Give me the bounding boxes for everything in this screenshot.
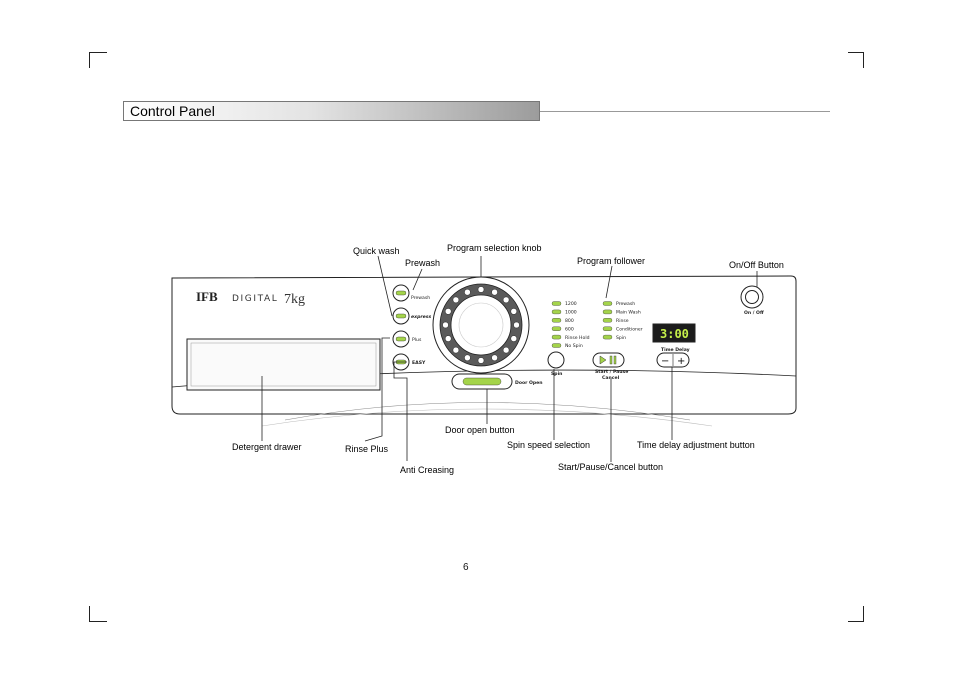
brand-model: DIGITAL (232, 294, 278, 304)
program-stage-led (602, 309, 613, 315)
crop-mark-br-v (863, 606, 864, 622)
spin-speed-label: Rinse Hold (565, 335, 590, 341)
knob-program-dot (477, 357, 485, 364)
callout-rinse-plus: Rinse Plus (345, 444, 389, 454)
knob-program-dot (452, 296, 460, 304)
spin-button-label: Spin (551, 371, 562, 377)
callout-anti-creasing: Anti Creasing (400, 465, 455, 475)
time-delay-label: Time Delay (661, 347, 690, 353)
door-open-button[interactable] (451, 373, 513, 390)
panel-front-curve-2 (261, 408, 713, 427)
knob-program-dot (452, 346, 460, 354)
program-stage-label: Main Wash (616, 310, 641, 316)
detergent-drawer-inner (190, 342, 377, 387)
prewash-button[interactable]: Prewash (392, 284, 430, 302)
crop-mark-tr-v (863, 52, 864, 68)
knob-program-dot (464, 354, 471, 362)
spin-speed-led (551, 343, 562, 348)
knob-program-dot (510, 335, 518, 342)
callout-spin-speed-selection: Spin speed selection (507, 440, 591, 450)
page-number: 6 (463, 562, 469, 573)
time-display (652, 323, 696, 343)
spin-speed-label: 1000 (565, 310, 577, 316)
on-off-label: On / Off (744, 310, 764, 316)
header-rule (540, 111, 830, 112)
section-header: Control Panel (123, 101, 540, 121)
spin-speed-label: 600 (565, 326, 574, 332)
crop-mark-tr-h (848, 52, 864, 53)
program-stage-label: Spin (616, 335, 626, 341)
knob-program-dots (442, 286, 520, 364)
program-selection-knob[interactable] (432, 276, 530, 374)
callout-prewash: Prewash (405, 258, 441, 268)
spin-speed-label: No Spin (565, 343, 583, 349)
panel-front-curve-1 (284, 402, 691, 421)
callout-leaders (261, 255, 758, 462)
crop-mark-bl-v (89, 606, 90, 622)
callout-detergent-drawer: Detergent drawer (232, 442, 302, 452)
brand-capacity: 7kg (284, 292, 305, 307)
knob-program-dot (444, 308, 452, 315)
callout-quick-wash: Quick wash (353, 246, 400, 256)
prewash-button-label: Prewash (411, 295, 430, 301)
knob-program-dot (491, 288, 498, 296)
section-title: Control Panel (130, 103, 215, 119)
callout-start-pause-cancel-button: Start/Pause/Cancel button (558, 462, 664, 472)
program-stage-led (602, 301, 613, 306)
knob-program-dot (502, 346, 510, 354)
spin-speed-led (551, 326, 562, 331)
on-off-button[interactable] (740, 285, 764, 309)
brand-logo: IFB (196, 289, 218, 304)
time-delay-plus: + (677, 356, 685, 367)
callout-on-off-button: On/Off Button (729, 260, 784, 270)
rinse-plus-button-label: Plus (412, 337, 422, 343)
time-delay-minus: − (661, 356, 669, 367)
option-buttons: Prewash express Plus EASY (392, 284, 431, 371)
knob-program-dot (444, 335, 452, 342)
spin-speed-button[interactable] (547, 351, 565, 369)
anti-crease-button-label: EASY (412, 360, 426, 366)
quick-wash-button-label: express (411, 314, 431, 320)
knob-program-dot (513, 321, 520, 329)
program-stage-label: Rinse (616, 318, 629, 324)
spin-speed-led (551, 301, 562, 306)
crop-mark-tl-h (89, 52, 107, 53)
time-delay-adjust-button[interactable]: − + (656, 352, 690, 368)
callout-time-delay-adjustment-button: Time delay adjustment button (637, 440, 755, 450)
knob-program-dot (442, 321, 449, 329)
program-stage-led (602, 326, 613, 331)
program-stage-label: Prewash (616, 301, 635, 307)
knob-program-dot (510, 308, 518, 315)
spin-speed-label: 1200 (565, 301, 577, 307)
callout-door-open-button: Door open button (445, 425, 515, 435)
start-pause-cancel-button[interactable] (592, 352, 625, 368)
callout-program-follower: Program follower (577, 256, 646, 266)
knob-program-dot (477, 286, 485, 293)
callout-program-selection-knob: Program selection knob (447, 243, 542, 253)
detergent-drawer (186, 338, 381, 391)
knob-program-dot (464, 288, 471, 296)
time-display-value: 3:00 (660, 327, 689, 341)
program-stage-led (602, 318, 613, 323)
door-open-label: Door Open (515, 380, 543, 386)
spin-speed-led (551, 309, 562, 315)
crop-mark-bl-h (89, 621, 107, 622)
spin-speed-led (551, 334, 562, 340)
spin-speed-led (551, 318, 562, 323)
start-button-label-1: Start / Pause (595, 369, 628, 375)
spin-speed-label: 800 (565, 318, 574, 324)
crop-mark-br-h (848, 621, 864, 622)
crop-mark-tl-v (89, 52, 90, 68)
knob-program-dot (491, 354, 498, 362)
knob-program-dot (502, 296, 510, 304)
program-stage-label: Conditioner (616, 326, 643, 332)
rinse-plus-button[interactable]: Plus (392, 330, 422, 348)
quick-wash-button[interactable]: express (392, 307, 431, 325)
program-stage-led (602, 334, 613, 340)
